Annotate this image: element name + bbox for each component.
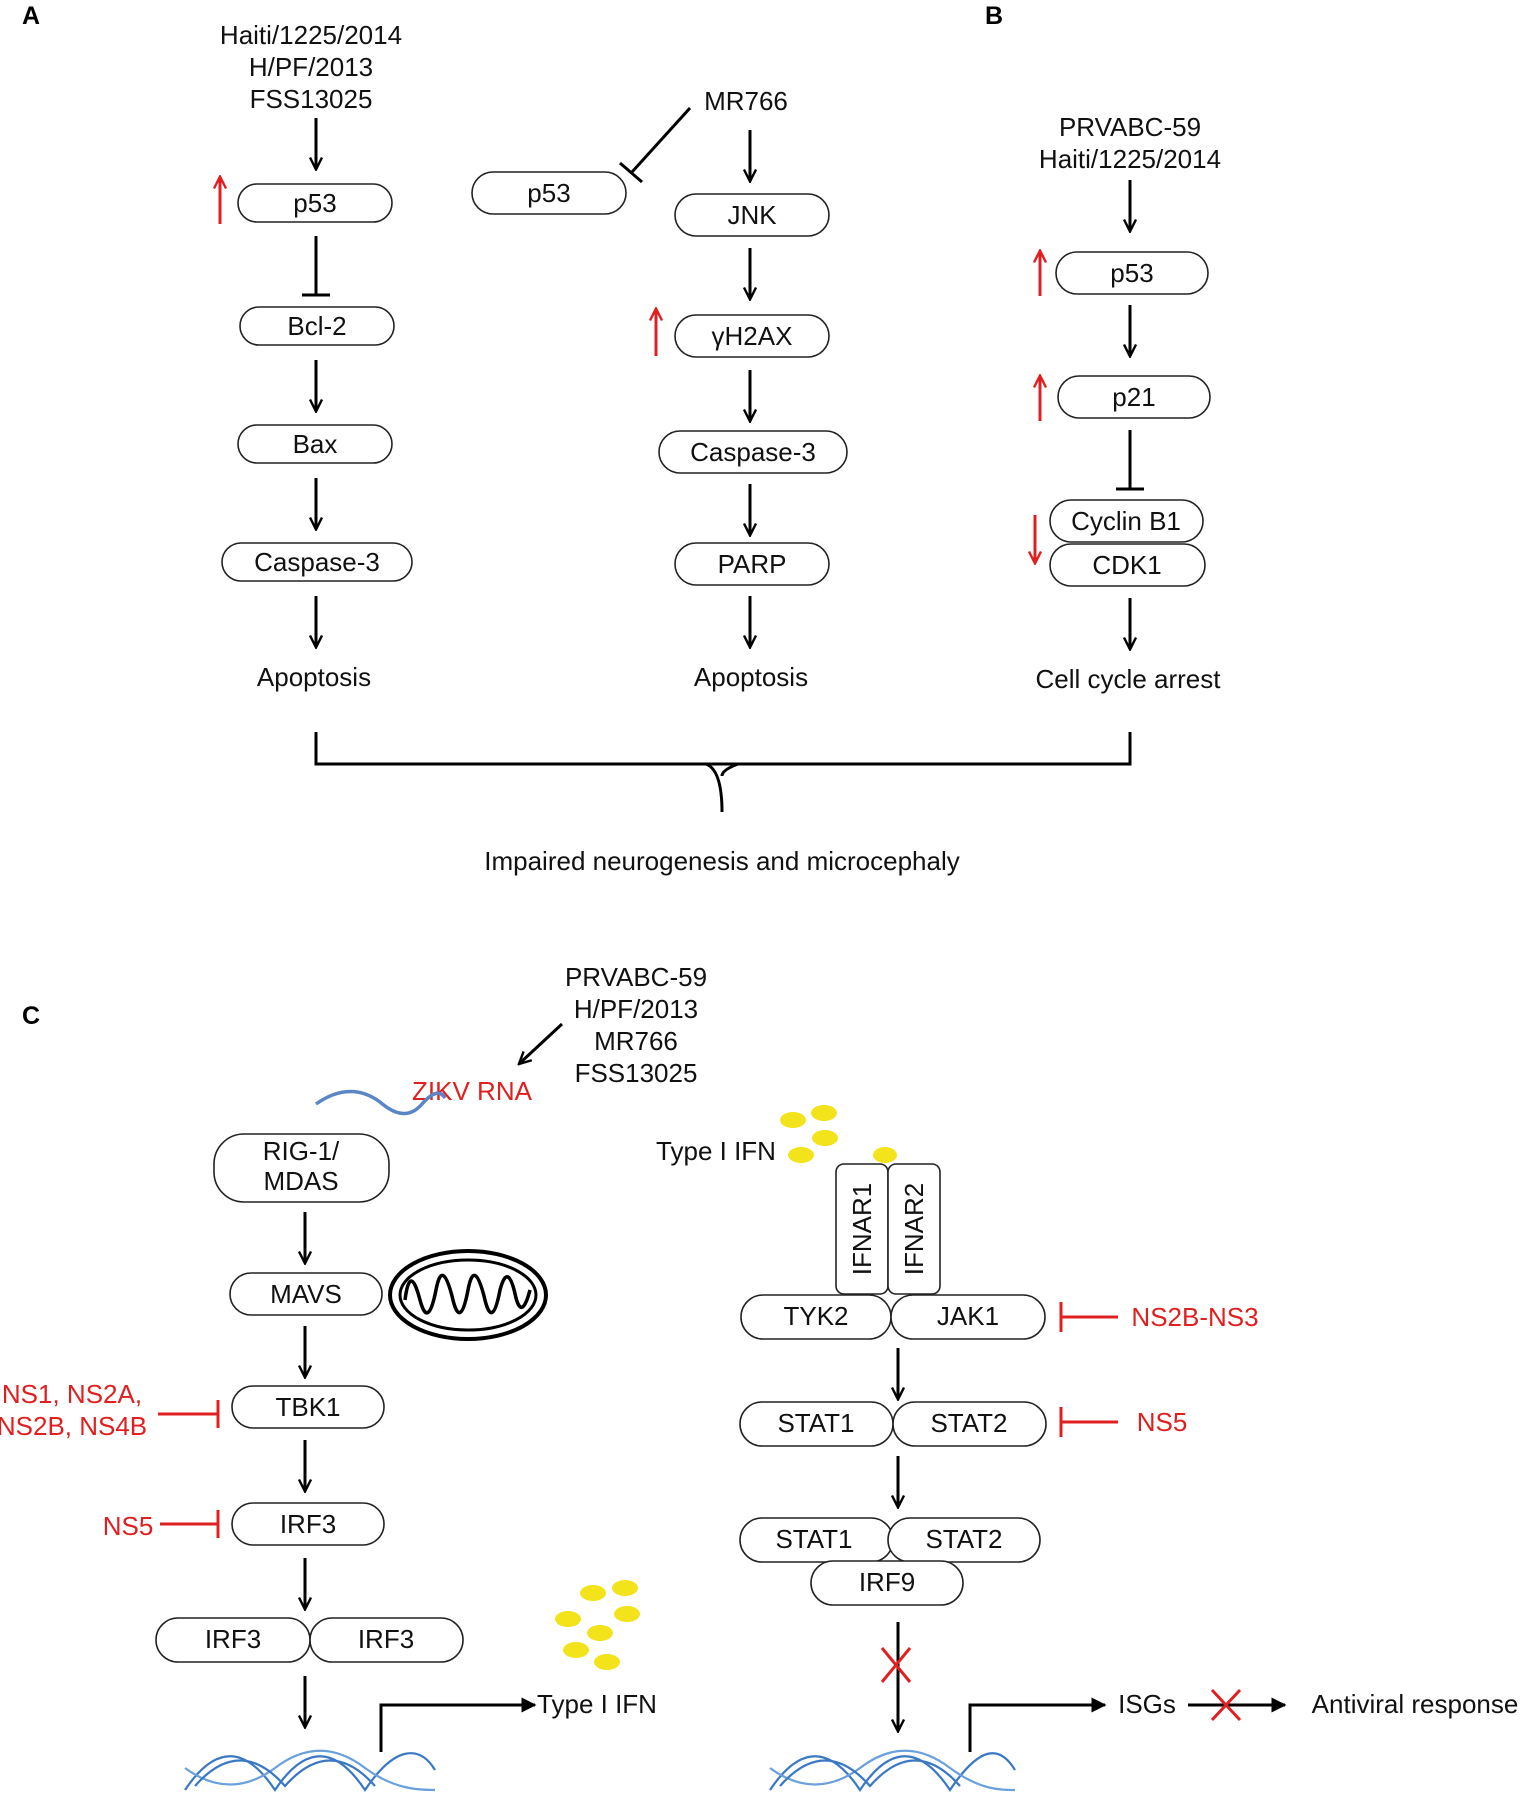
dna-helix-right: [769, 1749, 1016, 1792]
outcome-brace-stem-right: [720, 762, 739, 777]
node-cyclin-b1-label: Cyclin B1: [1071, 506, 1181, 536]
node-caspase3-a: [221, 542, 413, 582]
node-h2ax: [674, 314, 830, 358]
node-irf3-dimer-2: [309, 1617, 464, 1663]
node-p53-b-label: p53: [1110, 258, 1153, 288]
outcome-apoptosis-b: Apoptosis: [694, 662, 808, 692]
transcription-arrow-ifn: [379, 1697, 537, 1752]
outcome-antiviral-response: Antiviral response: [1312, 1689, 1519, 1719]
panel-label-a: A: [22, 2, 40, 30]
strain-c-hpf: H/PF/2013: [574, 994, 698, 1024]
node-p53-a-label: p53: [293, 188, 336, 218]
node-jnk-label: JNK: [727, 200, 777, 230]
strain-c-fss: FSS13025: [575, 1058, 698, 1088]
product-type1-ifn: Type I IFN: [537, 1689, 657, 1719]
outcome-microcephaly: Impaired neurogenesis and microcephaly: [484, 846, 960, 876]
node-tbk1: [231, 1385, 385, 1429]
node-irf3-label: IRF3: [280, 1509, 336, 1539]
node-caspase3-b: [658, 430, 848, 474]
node-cyclin-b1: [1049, 499, 1204, 543]
block-cross-icon: [880, 1647, 912, 1683]
product-isgs: ISGs: [1118, 1689, 1176, 1719]
node-caspase3-a-label: Caspase-3: [254, 547, 380, 577]
inhibitor-ns5-stat: NS5: [1137, 1407, 1188, 1437]
outcome-apoptosis-a: Apoptosis: [257, 662, 371, 692]
node-bax: [237, 424, 393, 464]
ifn-molecules-left: [555, 1580, 640, 1670]
node-p53-b: [1055, 251, 1209, 295]
transcription-arrow-isgs: [968, 1697, 1107, 1752]
node-jak1-label: JAK1: [937, 1301, 999, 1331]
strain-hpf: H/PF/2013: [249, 52, 373, 82]
node-complex-stat2-label: STAT2: [925, 1524, 1002, 1554]
node-h2ax-label: γH2AX: [712, 321, 793, 351]
node-rig1-mda5: [213, 1133, 390, 1203]
strain-mr766: MR766: [704, 86, 788, 116]
node-irf3: [231, 1502, 385, 1546]
ligand-type1-ifn: Type I IFN: [656, 1136, 776, 1166]
node-jak1: [890, 1294, 1046, 1340]
node-stat2: [892, 1401, 1047, 1447]
strain-haiti-b: Haiti/1225/2014: [1039, 144, 1221, 174]
node-irf3-dimer-2-label: IRF3: [358, 1624, 414, 1654]
receptor-ifnar2-label: IFNAR2: [899, 1183, 929, 1275]
node-complex-irf9-label: IRF9: [859, 1567, 915, 1597]
receptor-ifnar1-label: IFNAR1: [847, 1183, 877, 1275]
node-cdk1-label: CDK1: [1092, 550, 1161, 580]
node-parp: [674, 542, 830, 586]
node-bcl2-label: Bcl-2: [287, 311, 346, 341]
node-mavs-label: MAVS: [270, 1279, 342, 1309]
node-tyk2-label: TYK2: [783, 1301, 848, 1331]
inhibitor-irf3-ns5: NS5: [103, 1511, 154, 1541]
node-complex-stat2: [887, 1517, 1041, 1563]
node-tbk1-label: TBK1: [275, 1392, 340, 1422]
strain-haiti: Haiti/1225/2014: [220, 20, 402, 50]
outcome-brace: [314, 732, 1132, 766]
zikv-rna-label: ZIKV RNA: [412, 1076, 533, 1106]
strain-fss: FSS13025: [250, 84, 373, 114]
node-cdk1: [1049, 543, 1206, 587]
strain-c-mr766: MR766: [594, 1026, 678, 1056]
node-stat2-label: STAT2: [930, 1408, 1007, 1438]
node-parp-label: PARP: [718, 549, 787, 579]
node-complex-stat1-label: STAT1: [775, 1524, 852, 1554]
mitochondrion-icon: [388, 1249, 548, 1341]
node-irf3-dimer-1-label: IRF3: [205, 1624, 261, 1654]
node-bcl2: [239, 306, 395, 346]
node-rig1-label-1: RIG-1/: [263, 1136, 340, 1166]
node-p53-mr766: [471, 171, 627, 215]
node-p53-a: [237, 183, 393, 223]
inhibit-mr766-p53-bar: [619, 161, 643, 184]
inhibit-mr766-p53: [630, 106, 692, 174]
node-mavs: [229, 1272, 383, 1316]
outcome-brace-stem: [705, 762, 724, 813]
arrow-strains-rna: [520, 1022, 564, 1063]
node-complex-irf9: [810, 1560, 964, 1606]
receptor-ifnar2: [887, 1163, 941, 1295]
node-p53-mr766-label: p53: [527, 178, 570, 208]
inhibitor-tbk1-line1: NS1, NS2A,: [2, 1379, 142, 1409]
node-stat1-label: STAT1: [777, 1408, 854, 1438]
zikv-rna-strand: [314, 1089, 447, 1116]
node-caspase3-b-label: Caspase-3: [690, 437, 816, 467]
panel-label-b: B: [985, 2, 1003, 30]
strain-prvabc: PRVABC-59: [1059, 112, 1201, 142]
node-jnk: [674, 193, 830, 237]
outcome-cell-cycle-arrest: Cell cycle arrest: [1036, 664, 1222, 694]
inhibitor-ns2b-ns3: NS2B-NS3: [1131, 1302, 1258, 1332]
node-bax-label: Bax: [293, 429, 338, 459]
inhibitor-tbk1-line2: NS2B, NS4B: [0, 1411, 147, 1441]
node-p21-label: p21: [1112, 382, 1155, 412]
ifn-molecules-right: [780, 1105, 897, 1163]
node-rig1-label-2: MDAS: [263, 1166, 338, 1196]
node-p21: [1057, 375, 1211, 419]
strain-c-prvabc: PRVABC-59: [565, 962, 707, 992]
panel-label-c: C: [22, 1002, 40, 1030]
dna-helix-left: [184, 1749, 436, 1792]
block-cross-icon-response: [1210, 1688, 1242, 1722]
